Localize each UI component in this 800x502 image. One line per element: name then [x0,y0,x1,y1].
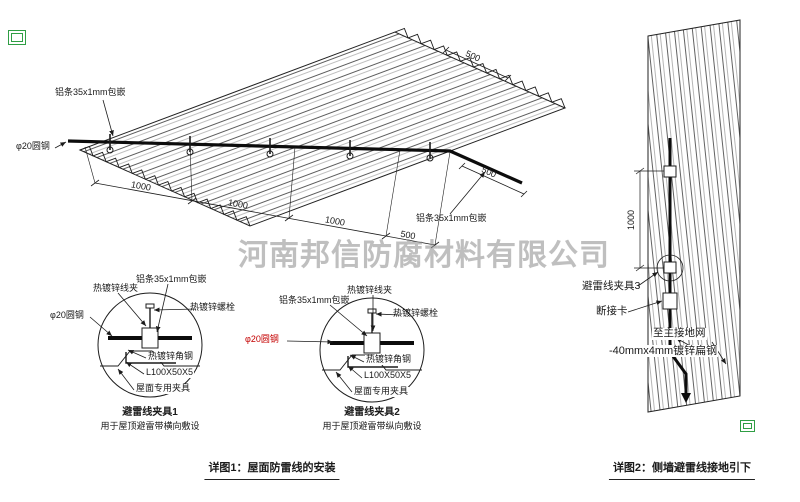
detail1-roof-clamp-label: 屋面专用夹具 [135,383,192,394]
roof-alum-strip-label: 铝条35x1mm包嵌 [55,87,126,97]
side-wall-drawing [627,19,741,413]
roof-alum-strip-bottom-label: 铝条35x1mm包嵌 [416,213,487,223]
detail1-round-steel-label: φ20圆钢 [50,310,84,320]
detail1-bolt-label: 热镀锌螺栓 [190,302,236,312]
detail-circle-1-drawing [89,283,203,398]
company-watermark: 河南邦信防腐材料有限公司 [238,239,610,272]
roof-round-steel-label: φ20圆钢 [16,141,50,151]
detail1-angle-steel-label: 热镀锌角钢 [147,351,195,362]
wall-clamp3-label: 避雷线夹具3 [582,280,641,292]
detail1-wire-clamp-label: 热镀锌线夹 [93,283,139,293]
caption-detail2: 详图2：侧墙避雷线接地引下 [608,459,756,480]
detail2-wire-clamp-label: 热镀锌线夹 [347,285,393,295]
detail2-roof-clamp-label: 屋面专用夹具 [353,386,410,397]
detail2-bolt-label: 热镀锌螺栓 [393,308,439,318]
detail2-angle-spec-label: L100X50X5 [363,370,413,381]
roof-isometric-drawing [54,27,567,249]
wall-dim-1000: 1000 [626,209,636,231]
detail-circle-2-drawing [286,295,425,403]
wall-disconnect-label: 断接卡 [596,305,628,317]
detail1-title: 避雷线夹具1 [122,407,178,418]
detail2-alum-strip-label: 铝条35x1mm包嵌 [279,295,350,305]
detail2-angle-steel-label: 热镀锌角钢 [365,354,413,365]
wall-to-ground-label: 至主接地网 [652,327,707,340]
green-marker-top-left [8,30,26,45]
detail1-subtitle: 用于屋顶避雷带横向敷设 [100,421,200,431]
green-marker-bottom-right [740,420,755,432]
detail1-angle-spec-label: L100X50X5 [145,367,195,378]
detail2-subtitle: 用于屋顶避雷带纵向敷设 [322,421,422,431]
caption-detail1: 详图1：屋面防雷线的安装 [204,459,340,480]
detail2-title: 避雷线夹具2 [344,407,400,418]
detail1-alum-strip-label: 铝条35x1mm包嵌 [136,274,207,284]
detail2-round-steel-label: φ20圆钢 [245,334,279,344]
wall-flat-steel-label: -40mmx4mm镀锌扁钢 [608,345,719,358]
